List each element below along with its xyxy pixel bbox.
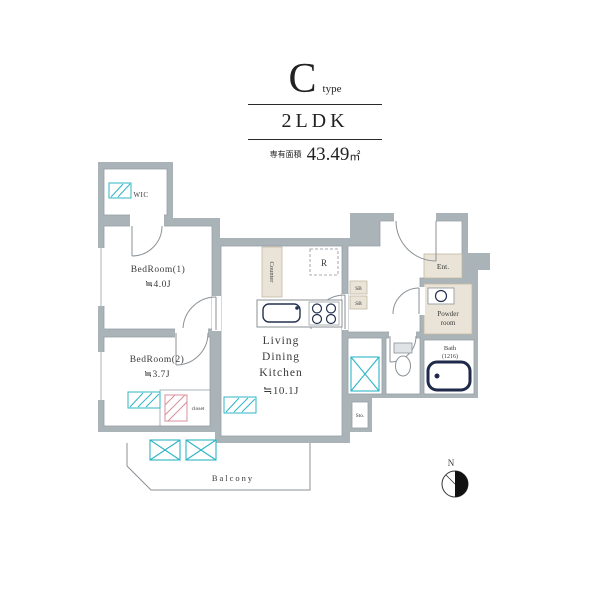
powder-label-line1: Powder <box>437 310 459 318</box>
layout-type-label: 2LDK <box>281 110 349 132</box>
closet-hatch <box>164 394 188 422</box>
wic-window-hatch <box>108 182 132 199</box>
ldk-label-line2: Dining <box>262 351 300 363</box>
entrance-door <box>394 212 437 262</box>
balcony-window-left <box>149 439 181 461</box>
washer-pan-icon <box>350 356 380 392</box>
bath-label-line1: Bath <box>444 345 457 352</box>
kitchen-counter: Counter <box>261 246 283 298</box>
shoe-box-top: SB <box>349 280 368 295</box>
title-divider-bottom <box>248 139 382 140</box>
compass-icon: N <box>441 458 469 498</box>
ldk-label-line3: Kitchen <box>259 367 302 379</box>
shoe-box-bottom: SB <box>349 295 368 310</box>
compass-north-label: N <box>448 458 455 468</box>
refrigerator-label: R <box>321 258 327 268</box>
shoe-box-top-label: SB <box>355 286 362 292</box>
powder-label-line2: room <box>441 319 456 327</box>
wic-label: WIC <box>133 191 148 199</box>
entrance-label: Ent. <box>437 262 449 271</box>
room-storage <box>351 401 369 429</box>
title-divider-top <box>248 104 382 105</box>
ldk-window-hatch <box>223 396 257 414</box>
storage-label: Sto. <box>356 413 365 419</box>
floor-area-value: 43.49 <box>306 144 350 165</box>
washbasin-icon <box>427 287 455 305</box>
kitchen-unit <box>256 299 343 328</box>
bath-label-line2: (1216) <box>442 353 458 360</box>
bedroom2-window-hatch <box>127 391 161 409</box>
counter-label: Counter <box>268 262 275 284</box>
closet: closet <box>159 389 211 427</box>
powder-door <box>392 287 425 315</box>
bedroom1-door <box>182 296 221 331</box>
bedroom1-size: ≒4.0J <box>145 280 171 290</box>
floor-area-label: 専有面積 <box>269 150 302 159</box>
ldk-size: ≒10.1J <box>263 385 299 397</box>
bedroom2-size: ≒3.7J <box>144 370 170 380</box>
bedroom2-name: BedRoom(2) <box>130 354 185 365</box>
wic-door <box>130 214 164 257</box>
entrance-tile <box>423 253 463 279</box>
toilet-door <box>389 331 417 363</box>
balcony-label: Balcony <box>212 473 254 483</box>
bedroom2-door <box>175 328 209 366</box>
refrigerator-space: R <box>309 248 339 276</box>
ldk-label-line1: Living <box>263 335 300 347</box>
wall-window-bedroom1 <box>97 248 105 306</box>
wall-window-bedroom2 <box>97 352 105 400</box>
closet-label: closet <box>192 406 205 412</box>
stove-icon <box>308 301 340 326</box>
toilet-icon <box>393 342 413 377</box>
balcony-window-right <box>185 439 217 461</box>
room-bedroom1 <box>103 225 213 330</box>
kitchen-sink-icon <box>262 303 301 323</box>
plan-type-letter: C <box>288 56 318 102</box>
plan-type-word: type <box>322 83 342 95</box>
bathtub-icon <box>426 360 472 392</box>
bedroom1-name: BedRoom(1) <box>131 264 186 275</box>
floor-area: 専有面積 43.49㎡ <box>248 140 382 166</box>
floor-area-unit: ㎡ <box>349 151 361 163</box>
shoe-box-bottom-label: SB <box>355 301 362 307</box>
